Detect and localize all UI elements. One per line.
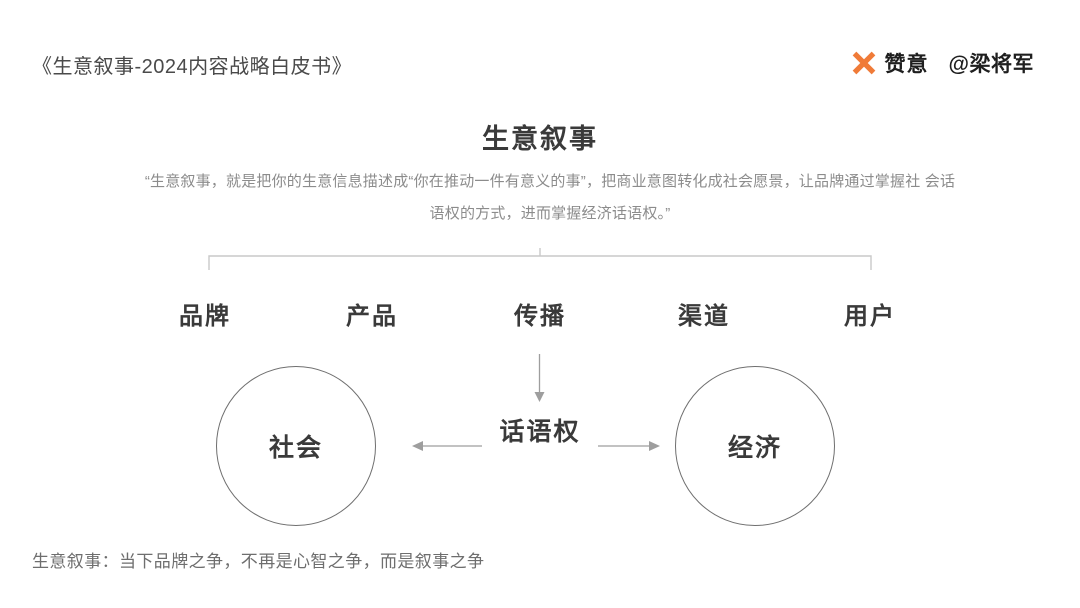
node-label-economy: 经济 <box>727 434 782 462</box>
brand-handle: @梁将军 <box>948 53 1034 76</box>
diagram-arrows <box>412 354 660 451</box>
node-label-society: 社会 <box>268 434 323 462</box>
definition-line-1: “生意叙事，就是把你的生意信息描述成“你在推动一件有意义的事”，把商业意图转化成… <box>144 173 921 190</box>
orange-x-logo-icon <box>852 51 875 75</box>
node-circle-economy: 经济 <box>675 366 835 526</box>
brand-name: 赞意 <box>884 53 929 76</box>
definition-line-2: 会话语权的方式，进而掌握经济话语权。” <box>429 173 956 222</box>
arrow-down-icon <box>534 354 545 402</box>
definition-paragraph: “生意叙事，就是把你的生意信息描述成“你在推动一件有意义的事”，把商业意图转化成… <box>140 166 960 230</box>
footer-note: 生意叙事：当下品牌之争，不再是心智之争，而是叙事之争 <box>32 552 485 571</box>
category-label-communication: 传播 <box>514 303 566 330</box>
relationship-diagram: 社会 经济 话语权 <box>0 340 1080 540</box>
brand-block: 赞意 @梁将军 <box>851 48 1034 78</box>
category-label-channel: 渠道 <box>678 303 730 330</box>
node-label-discourse-power: 话语权 <box>489 412 591 448</box>
category-label-brand: 品牌 <box>179 303 231 330</box>
category-row: 品牌 产品 传播 渠道 用户 <box>150 296 940 336</box>
horizontal-bracket-icon <box>208 248 872 270</box>
category-label-user: 用户 <box>844 303 896 330</box>
node-circle-society: 社会 <box>216 366 376 526</box>
arrow-left-icon <box>412 441 482 451</box>
page-title: 生意叙事 <box>482 124 598 154</box>
document-title: 《生意叙事-2024内容战略白皮书》 <box>32 56 353 78</box>
category-label-product: 产品 <box>346 303 398 330</box>
arrow-right-icon <box>598 441 660 451</box>
